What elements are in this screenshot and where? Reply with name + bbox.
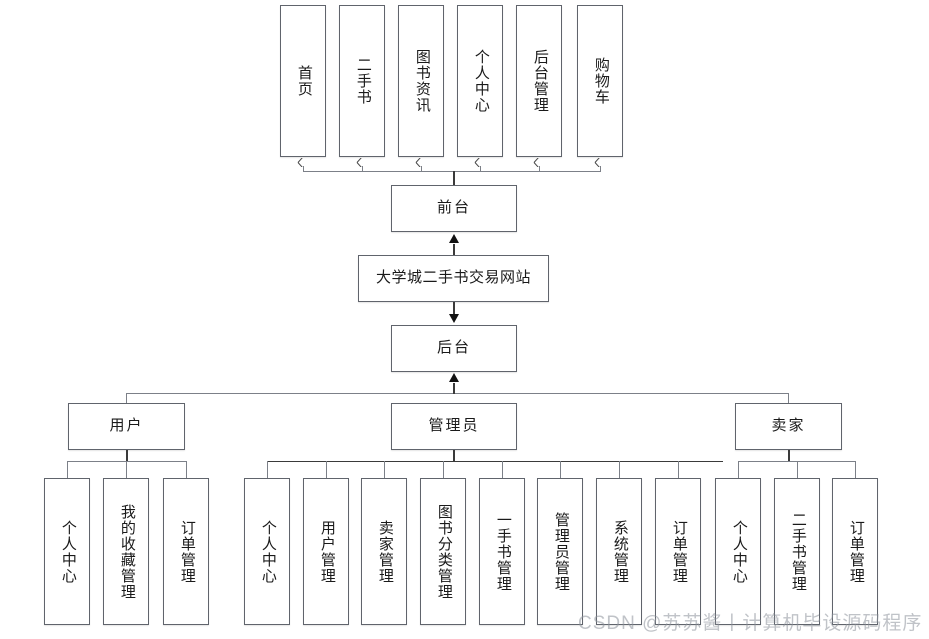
role-box-admin[interactable]: 管理员 <box>391 403 517 450</box>
connector-admin-stub-5 <box>560 461 561 478</box>
admin-child-label-6: 系统管理 <box>611 519 628 584</box>
arrow-into-frontend-module-3 <box>474 158 486 167</box>
frontend-label: 前台 <box>436 200 471 217</box>
frontend-module-box-1[interactable]: 二手书 <box>339 5 385 157</box>
connector-seller-stub-2 <box>855 461 856 478</box>
role-box-seller[interactable]: 卖家 <box>735 403 842 450</box>
user-child-box-2[interactable]: 订单管理 <box>163 478 209 625</box>
backend-box[interactable]: 后台 <box>391 325 517 372</box>
connector-admin-stub-1 <box>326 461 327 478</box>
connector-user-stub-2 <box>186 461 187 478</box>
seller-child-box-0[interactable]: 个人中心 <box>715 478 761 625</box>
connector-seller-stub-0 <box>738 461 739 478</box>
connector-frontend-stub-2 <box>421 166 422 172</box>
connector-role-stub-seller <box>788 393 789 403</box>
connector-frontend-stub-5 <box>600 166 601 172</box>
seller-child-box-2[interactable]: 订单管理 <box>832 478 878 625</box>
admin-child-box-6[interactable]: 系统管理 <box>596 478 642 625</box>
arrow-into-frontend-module-1 <box>356 158 368 167</box>
connector-frontend-trunk <box>453 171 455 185</box>
connector-user-horizontal <box>67 461 187 462</box>
role-label-admin: 管理员 <box>428 418 480 435</box>
admin-child-label-0: 个人中心 <box>259 519 276 584</box>
admin-child-box-0[interactable]: 个人中心 <box>244 478 290 625</box>
connector-frontend-stub-0 <box>303 166 304 172</box>
connector-roles-horizontal <box>126 393 789 394</box>
connector-admin-horizontal <box>267 461 723 462</box>
connector-admin-trunk <box>453 450 455 462</box>
connector-user-stub-0 <box>67 461 68 478</box>
watermark-text: CSDN @苏苏酱丨计算机毕设源码程序 <box>578 613 923 634</box>
frontend-module-box-2[interactable]: 图书资讯 <box>398 5 444 157</box>
frontend-module-label-4: 后台管理 <box>531 49 548 113</box>
arrow-into-frontend-module-0 <box>297 158 309 167</box>
user-child-label-2: 订单管理 <box>178 519 195 584</box>
frontend-module-box-0[interactable]: 首页 <box>280 5 326 157</box>
connector-seller-stub-1 <box>797 461 798 478</box>
frontend-module-box-5[interactable]: 购物车 <box>577 5 623 157</box>
arrow-into-frontend <box>449 234 459 243</box>
frontend-box[interactable]: 前台 <box>391 185 517 232</box>
connector-role-stub-user <box>126 393 127 403</box>
user-child-box-1[interactable]: 我的收藏管理 <box>103 478 149 625</box>
connector-admin-stub-3 <box>443 461 444 478</box>
connector-user-trunk <box>126 450 128 462</box>
arrow-into-frontend-module-2 <box>415 158 427 167</box>
admin-child-label-7: 订单管理 <box>670 519 687 584</box>
role-box-user[interactable]: 用户 <box>68 403 185 450</box>
admin-child-box-7[interactable]: 订单管理 <box>655 478 701 625</box>
connector-root-to-backend <box>453 302 455 314</box>
connector-root-to-frontend <box>453 244 455 255</box>
arrow-into-frontend-module-4 <box>533 158 545 167</box>
arrow-into-backend <box>449 314 459 323</box>
connector-admin-stub-6 <box>619 461 620 478</box>
frontend-module-label-1: 二手书 <box>354 57 371 105</box>
connector-admin-stub-7 <box>678 461 679 478</box>
user-child-box-0[interactable]: 个人中心 <box>44 478 90 625</box>
connector-seller-trunk <box>788 450 790 462</box>
role-label-user: 用户 <box>109 418 144 435</box>
admin-child-label-4: 一手书管理 <box>494 511 511 592</box>
connector-admin-stub-2 <box>384 461 385 478</box>
admin-child-box-2[interactable]: 卖家管理 <box>361 478 407 625</box>
admin-child-label-1: 用户管理 <box>318 519 335 584</box>
user-child-label-1: 我的收藏管理 <box>118 503 135 600</box>
frontend-module-label-5: 购物车 <box>592 57 609 105</box>
admin-child-box-5[interactable]: 管理员管理 <box>537 478 583 625</box>
frontend-module-label-3: 个人中心 <box>472 49 489 113</box>
frontend-module-box-4[interactable]: 后台管理 <box>516 5 562 157</box>
admin-child-box-3[interactable]: 图书分类管理 <box>420 478 466 625</box>
role-label-seller: 卖家 <box>771 418 806 435</box>
admin-child-box-1[interactable]: 用户管理 <box>303 478 349 625</box>
seller-child-box-1[interactable]: 二手书管理 <box>774 478 820 625</box>
frontend-module-label-0: 首页 <box>295 65 312 97</box>
admin-child-label-3: 图书分类管理 <box>435 503 452 600</box>
connector-roles-trunk <box>453 383 455 394</box>
seller-child-label-0: 个人中心 <box>730 519 747 584</box>
admin-child-label-5: 管理员管理 <box>552 511 569 592</box>
connector-admin-stub-0 <box>267 461 268 478</box>
connector-frontend-stub-1 <box>362 166 363 172</box>
arrow-into-frontend-module-5 <box>594 158 606 167</box>
connector-frontend-horizontal <box>303 171 600 172</box>
root-box[interactable]: 大学城二手书交易网站 <box>358 255 549 302</box>
connector-user-stub-1 <box>126 461 127 478</box>
seller-child-label-1: 二手书管理 <box>789 511 806 592</box>
connector-admin-stub-4 <box>502 461 503 478</box>
user-child-label-0: 个人中心 <box>59 519 76 584</box>
connector-frontend-stub-4 <box>539 166 540 172</box>
arrow-into-backend-from-roles <box>449 373 459 382</box>
root-label: 大学城二手书交易网站 <box>375 270 531 287</box>
admin-child-label-2: 卖家管理 <box>376 519 393 584</box>
seller-child-label-2: 订单管理 <box>847 519 864 584</box>
admin-child-box-4[interactable]: 一手书管理 <box>479 478 525 625</box>
connector-frontend-stub-3 <box>480 166 481 172</box>
backend-label: 后台 <box>436 340 471 357</box>
frontend-module-label-2: 图书资讯 <box>413 49 430 113</box>
frontend-module-box-3[interactable]: 个人中心 <box>457 5 503 157</box>
